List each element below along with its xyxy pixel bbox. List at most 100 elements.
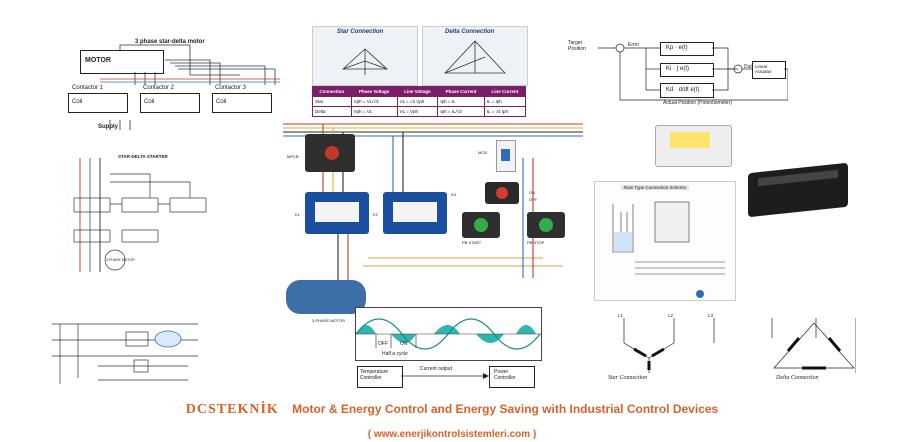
- table-cell: Iph = IL/√3: [437, 106, 485, 117]
- pid-error-label: Error: [628, 42, 640, 48]
- contactor-2-label: Contactor 2: [143, 85, 175, 91]
- coil-label: Coil: [144, 99, 155, 105]
- star-delta-wiring-diagram: 3 phase star-delta motor MOTOR Contactor…: [60, 35, 285, 135]
- device-label-mcb: MCB: [478, 150, 487, 155]
- connection-table: Connection Phase Voltage Line Voltage Ph…: [312, 86, 527, 117]
- starter-motor-label: 3 PHASE MOTOR: [106, 258, 135, 262]
- device-label-pb-start: PB START: [462, 240, 482, 245]
- pid-actuator-block: Linear Actuator: [752, 61, 786, 79]
- starter-title: STAR-DELTA STARTER: [118, 154, 168, 159]
- red-button-icon: [496, 187, 508, 199]
- delta-phasor-icon: [444, 40, 506, 74]
- contactor-face: [315, 202, 359, 222]
- contactor-k2: [383, 192, 447, 234]
- pushbutton-stop: [527, 212, 565, 238]
- level-control-wiring: [612, 201, 725, 298]
- device-label-motor: 3-PHASE MOTOR: [312, 318, 346, 323]
- pushbutton-off: [485, 182, 519, 204]
- contactor-k1: [305, 192, 369, 234]
- winding-line-l2: L2: [668, 313, 674, 318]
- mcb-breaker: [496, 140, 516, 172]
- winding-line-l1: L1: [618, 313, 624, 318]
- device-label-off: OFF: [529, 197, 537, 202]
- footer-url-row: ( www.enerjikontrolsistemleri.com ): [0, 424, 904, 442]
- brand-tagline: Motor & Energy Control and Energy Saving…: [292, 402, 719, 416]
- pid-kd-block: Kd · d/dt e(t): [660, 83, 714, 98]
- contactor-1-label: Contactor 1: [72, 85, 104, 91]
- winding-line-l3: L3: [708, 313, 714, 318]
- contactor-3: Coil: [212, 93, 272, 113]
- power-module-photo: [655, 125, 732, 167]
- contactor-1: Coil: [68, 93, 128, 113]
- mcb-toggle: [501, 149, 510, 161]
- connection-reference-panel: Star Connection Delta Connection Connect…: [312, 26, 528, 121]
- table-cell: IL = √3 Iph: [483, 106, 527, 117]
- brand-name: DCSTEKNİK: [185, 402, 279, 417]
- central-wiring-diagram: [283, 123, 583, 283]
- delta-connection-panel: Delta Connection: [422, 26, 528, 86]
- pwm-waveform: [355, 318, 541, 350]
- current-output-label: Current output: [420, 366, 452, 372]
- pwm-waveform-panel: OFF ON Half a cycle: [355, 307, 542, 361]
- starter-wiring: [73, 158, 207, 272]
- table-cell: Vph = VL: [350, 106, 398, 117]
- table-header: Line Voltage: [396, 86, 439, 97]
- kd-label: Kd · d/dt e(t): [666, 87, 700, 93]
- table-header: Phase Current: [437, 86, 485, 97]
- pid-ki-block: Ki · ∫ e(t): [660, 63, 714, 77]
- star-caption: Star Connection: [608, 375, 648, 381]
- table-header: Connection: [312, 86, 352, 97]
- actuator-label: Linear Actuator: [755, 64, 772, 74]
- star-connection-panel: Star Connection: [312, 26, 418, 86]
- motor-photo: [286, 280, 366, 314]
- table-cell: Delta: [312, 106, 352, 117]
- power-controller-label: Power Controller: [494, 369, 516, 381]
- power-controller-block: Power Controller: [489, 366, 535, 388]
- website-link[interactable]: ( www.enerjikontrolsistemleri.com ): [367, 429, 537, 440]
- contactor-2: Coil: [140, 93, 200, 113]
- supply-label: Supply: [98, 124, 119, 130]
- pid-kp-block: Kp · e(t): [660, 42, 714, 56]
- coil-label: Coil: [72, 99, 83, 105]
- control-ladder-diagram: [52, 323, 198, 384]
- temperature-controller-label: Temperature Controller: [360, 369, 389, 381]
- rain-type-title: Rain Type Connection Scheme: [621, 185, 689, 190]
- pid-feedback-label: Actual Position (Potentiometer): [663, 100, 732, 106]
- motor-box: MOTOR: [80, 50, 164, 74]
- table-cell: VL = Vph: [396, 106, 439, 117]
- green-button-icon: [474, 218, 488, 232]
- pwm-on-label: ON: [400, 341, 408, 347]
- table-cell: IL = Iph: [483, 96, 527, 107]
- pid-target-label: Target Position: [568, 40, 586, 52]
- table-header: Line Current: [483, 86, 527, 97]
- pid-signal-lines: [598, 43, 788, 101]
- solid-state-relay-photo: [748, 162, 848, 218]
- winding-connections: [623, 318, 857, 373]
- mpcb-breaker: [305, 134, 355, 172]
- table-cell: Vph = VL/√3: [350, 96, 398, 107]
- pushbutton-start: [462, 212, 500, 238]
- star-connection-title: Star Connection: [337, 29, 384, 35]
- wiring-lines: [100, 44, 280, 130]
- footer-tagline-row: DCSTEKNİK Motor & Energy Control and Ene…: [0, 400, 904, 418]
- device-label-pb-stop: PB STOP: [527, 240, 545, 245]
- coil-label: Coil: [216, 99, 227, 105]
- pwm-half-cycle-label: Half a cycle: [382, 351, 408, 357]
- table-header: Phase Voltage: [350, 86, 398, 97]
- wiring-title: 3 phase star-delta motor: [135, 39, 205, 45]
- device-label-k1: K1: [295, 212, 300, 217]
- temperature-controller-block: Temperature Controller: [357, 366, 403, 388]
- ki-label: Ki · ∫ e(t): [666, 66, 689, 72]
- pwm-off-label: OFF: [378, 341, 388, 347]
- table-cell: VL = √3 Vph: [396, 96, 439, 107]
- pid-block-diagram: Target Position Error Kp · e(t) Ki · ∫ e…: [568, 36, 788, 108]
- delta-connection-title: Delta Connection: [445, 29, 495, 35]
- delta-caption: Delta Connection: [776, 375, 819, 381]
- star-delta-starter-diagram: STAR-DELTA STARTER 3 PHASE MOTOR: [70, 152, 215, 277]
- device-label-on: ON: [529, 190, 535, 195]
- mpcb-dial: [325, 146, 339, 160]
- winding-diagram-panel: L1 L2 L3 Star Connection Delta Connectio…: [604, 313, 857, 383]
- table-cell: Iph = IL: [437, 96, 485, 107]
- star-phasor-icon: [341, 48, 389, 75]
- device-label-mpcb: MPCB: [287, 154, 299, 159]
